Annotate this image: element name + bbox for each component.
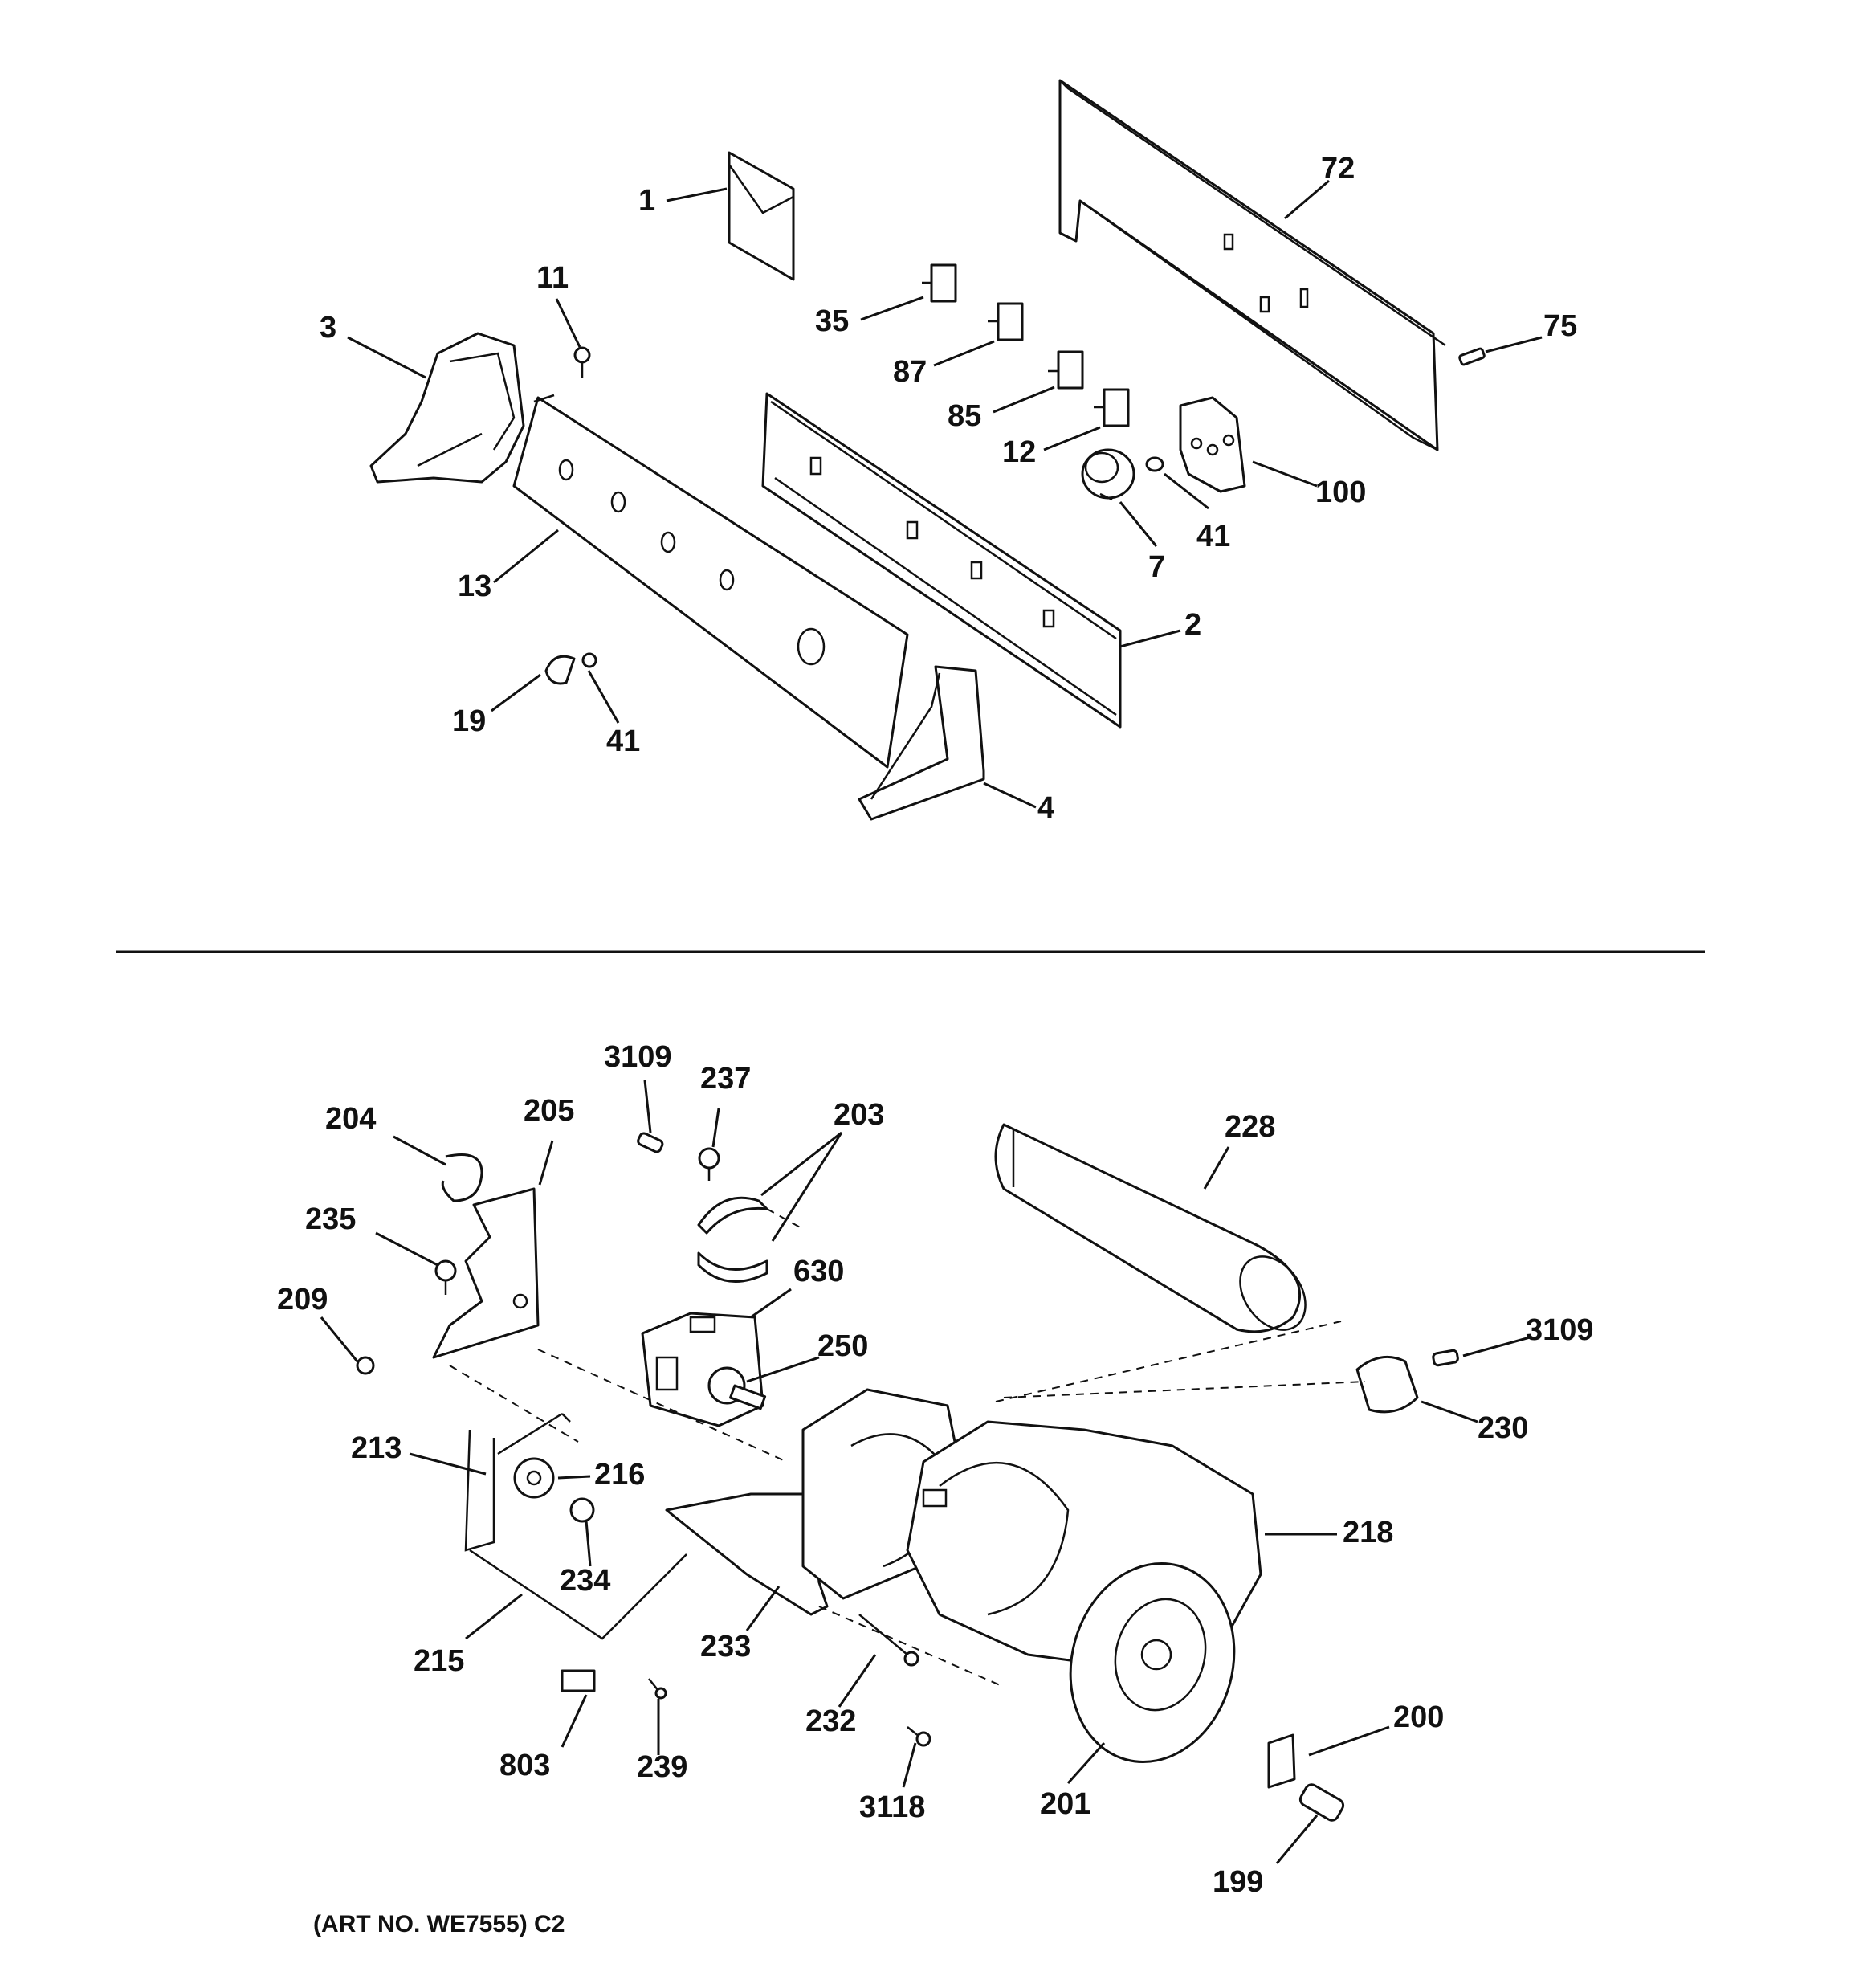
label-72: 72	[1321, 152, 1355, 186]
label-218: 218	[1343, 1516, 1393, 1549]
part-200-bracket	[1267, 1733, 1296, 1789]
label-234: 234	[560, 1564, 610, 1598]
part-630-motor	[641, 1312, 764, 1427]
part-234-nut	[569, 1497, 595, 1523]
label-200: 200	[1393, 1700, 1444, 1734]
part-12-switch	[1094, 388, 1130, 427]
label-3118: 3118	[859, 1790, 925, 1824]
label-630: 630	[793, 1255, 844, 1288]
part-199-thermostat	[1298, 1783, 1345, 1822]
label-87: 87	[893, 355, 927, 389]
label-13: 13	[458, 569, 491, 603]
part-213-idler-arm	[464, 1412, 571, 1552]
part-11-screw	[573, 346, 591, 378]
part-72-rear-panel	[1058, 79, 1446, 451]
label-237: 237	[700, 1062, 751, 1096]
part-7-knob	[1081, 448, 1135, 501]
part-3109-screw	[637, 1132, 664, 1153]
part-19-knob	[544, 655, 576, 685]
part-237-screw	[698, 1147, 720, 1181]
part-230-clamp	[1355, 1355, 1419, 1414]
part-215-rod	[469, 1549, 687, 1640]
label-803: 803	[499, 1749, 550, 1782]
label-41a: 41	[1196, 520, 1230, 553]
label-216: 216	[594, 1458, 645, 1492]
part-204-clip	[441, 1153, 483, 1202]
label-41b: 41	[606, 725, 640, 758]
part-41-spacer-b	[581, 652, 597, 668]
label-3109a: 3109	[604, 1040, 672, 1074]
label-233: 233	[700, 1630, 751, 1663]
label-11: 11	[536, 261, 569, 295]
part-85-switch	[1048, 350, 1084, 390]
label-204: 204	[325, 1102, 376, 1136]
part-235-screw	[434, 1259, 457, 1295]
label-19: 19	[452, 704, 486, 738]
part-205-bracket	[432, 1187, 540, 1359]
label-4: 4	[1037, 791, 1054, 825]
label-209: 209	[277, 1283, 328, 1316]
part-100-timer	[1179, 396, 1246, 493]
label-3109b: 3109	[1526, 1313, 1594, 1347]
part-1-literature	[728, 151, 795, 281]
part-803-connector	[561, 1669, 596, 1692]
label-75: 75	[1543, 309, 1577, 343]
part-41-spacer	[1145, 456, 1164, 472]
part-250-shaft	[707, 1366, 767, 1410]
part-239-screw	[648, 1678, 667, 1700]
label-201: 201	[1040, 1787, 1090, 1821]
leader-lines	[320, 179, 1543, 1864]
part-209-nut	[356, 1356, 375, 1375]
part-3109-screw-b	[1432, 1349, 1459, 1367]
part-228-duct	[994, 1123, 1307, 1333]
label-230: 230	[1478, 1411, 1528, 1445]
part-3-end-cap	[369, 332, 525, 484]
part-labels: 1 72 11 3 35 75 87 85 12 100 41 7 13 2 1…	[277, 152, 1594, 1937]
label-239: 239	[637, 1750, 687, 1784]
label-232: 232	[805, 1704, 856, 1738]
label-203: 203	[834, 1098, 884, 1132]
label-250: 250	[817, 1329, 868, 1363]
part-4-end-cap	[858, 665, 985, 821]
part-201-blower-wheel	[1069, 1562, 1236, 1763]
part-3118-screw	[907, 1726, 932, 1747]
label-2: 2	[1184, 608, 1201, 642]
label-1: 1	[638, 184, 655, 218]
part-2-frame	[761, 392, 1122, 729]
label-35: 35	[815, 304, 849, 338]
label-3: 3	[320, 311, 336, 345]
part-216-pulley	[513, 1457, 555, 1499]
part-35-switch	[922, 263, 957, 303]
label-205: 205	[524, 1094, 574, 1128]
part-232-bolt	[858, 1614, 919, 1667]
label-228: 228	[1225, 1110, 1275, 1144]
label-213: 213	[351, 1431, 402, 1465]
art-number: (ART NO. WE7555) C2	[313, 1911, 565, 1937]
label-199: 199	[1213, 1865, 1263, 1899]
label-100: 100	[1315, 476, 1366, 509]
label-7: 7	[1148, 550, 1165, 584]
label-85: 85	[948, 399, 981, 433]
label-12: 12	[1002, 435, 1036, 469]
part-13-control-panel	[512, 394, 909, 769]
part-87-switch	[988, 302, 1024, 341]
alignment-lines	[449, 1208, 1366, 1688]
label-235: 235	[305, 1202, 356, 1236]
part-75-screw	[1458, 347, 1486, 366]
part-203-clamp-lower	[697, 1251, 768, 1283]
part-203-clamp-upper	[697, 1196, 768, 1235]
label-215: 215	[414, 1644, 464, 1678]
